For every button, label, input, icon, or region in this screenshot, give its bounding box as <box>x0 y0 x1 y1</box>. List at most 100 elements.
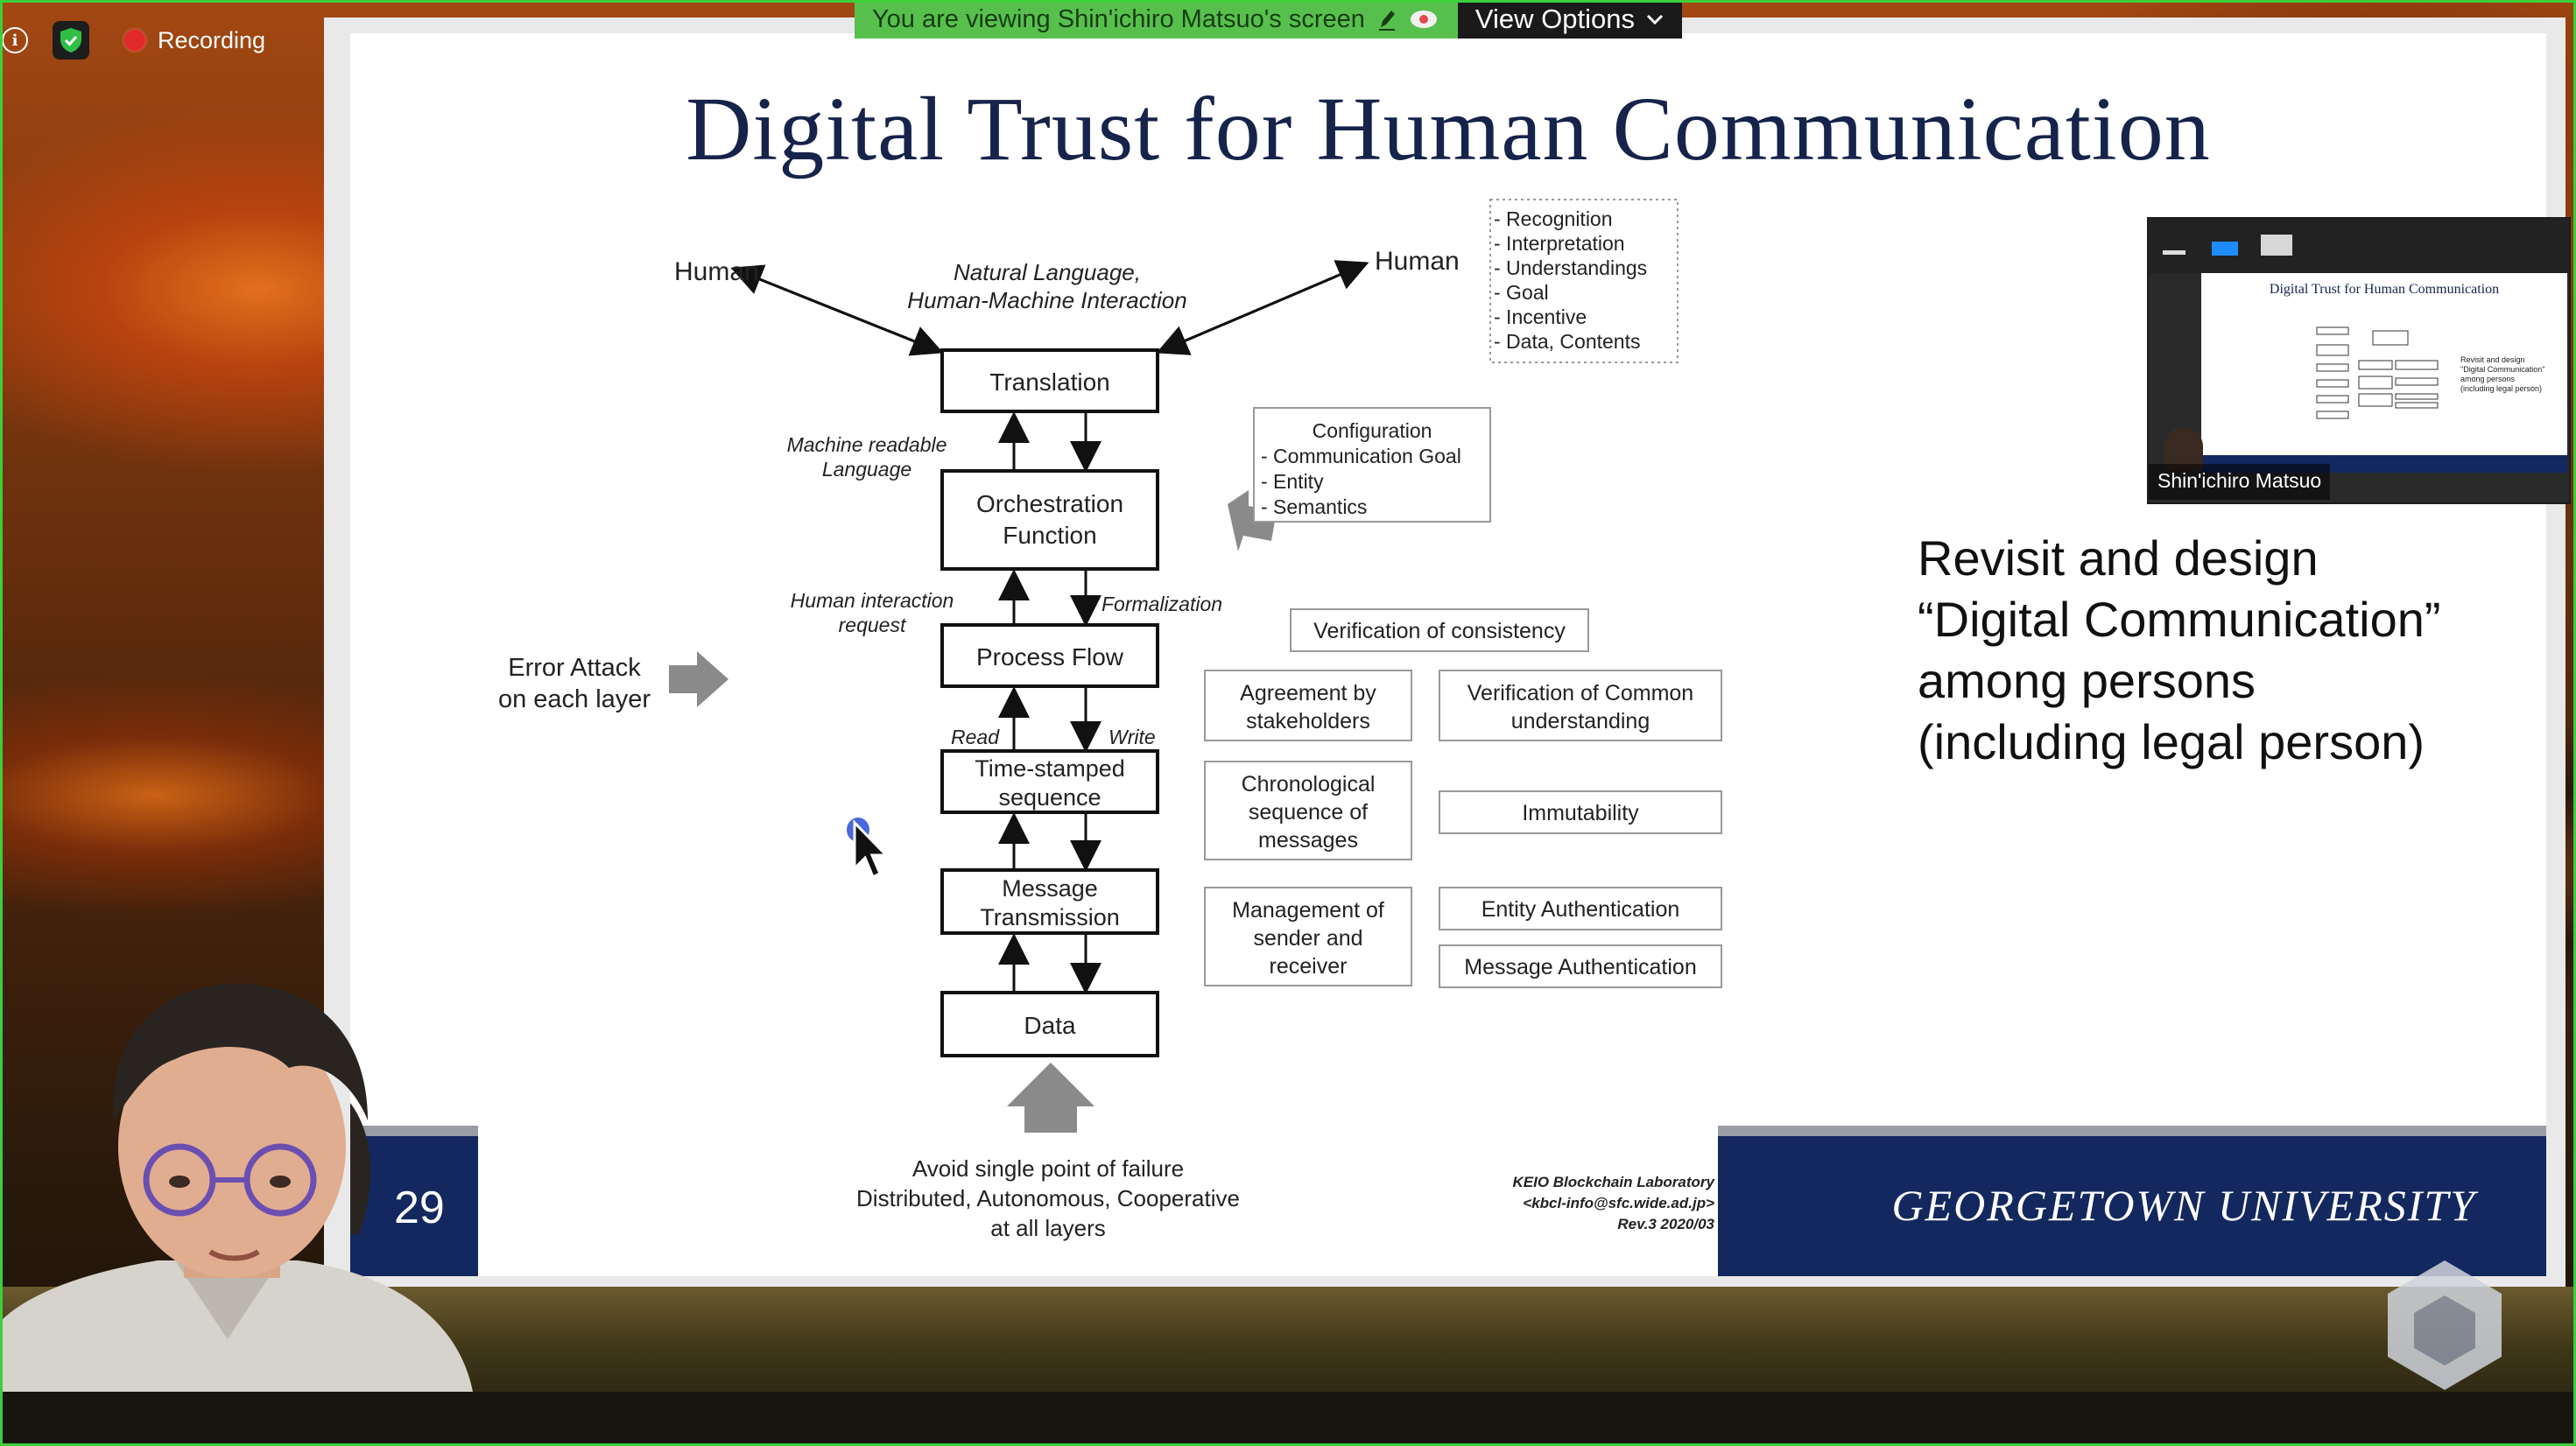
avoid-line-3: at all layers <box>990 1215 1106 1241</box>
thumbnail-diagram <box>2316 326 2439 419</box>
university-logo-text: GEORGETOWN UNIVERSITY <box>1891 1181 2476 1230</box>
layer-timestamp-box <box>940 749 1159 814</box>
viewing-indicator: You are viewing Shin'ichiro Matsuo's scr… <box>855 0 1458 39</box>
view-options-button[interactable]: View Options <box>1457 0 1683 39</box>
revisit-line-4: (including legal person) <box>1918 714 2425 769</box>
agreement-label-1: Agreement by <box>1240 681 1376 705</box>
slide-title: Digital Trust for Human Communication <box>686 79 2211 179</box>
configuration-box <box>1253 407 1491 523</box>
viewing-text: You are viewing Shin'ichiro Matsuo's scr… <box>872 4 1365 33</box>
entity-auth-box <box>1439 887 1722 930</box>
cursor-arrow-icon <box>847 818 890 880</box>
human-attr-3: - Understandings <box>1494 256 1647 279</box>
shared-screen: Digital Trust for Human Communication 29… <box>324 18 2565 1287</box>
arrow-from-human-left <box>735 268 944 356</box>
mouse-cursor <box>844 816 890 887</box>
human-attr-4: - Goal <box>1494 281 1549 304</box>
human-attr-6: - Data, Contents <box>1494 330 1640 353</box>
revisit-line-1: Revisit and design <box>1918 530 2319 586</box>
management-label-3: receiver <box>1270 954 1348 979</box>
agreement-box <box>1204 670 1412 741</box>
credit-line-2: <kbcl-info@sfc.wide.ad.jp> <box>1523 1195 1714 1211</box>
human-attr-1: - Recognition <box>1494 207 1613 230</box>
entity-auth-label: Entity Authentication <box>1482 897 1680 922</box>
verification-consistency-label: Verification of consistency <box>1313 619 1566 643</box>
common-understanding-box <box>1439 670 1722 741</box>
layer-translation-label: Translation <box>989 369 1109 396</box>
error-attack-arrow-icon <box>669 651 728 707</box>
revisit-line-2: “Digital Communication” <box>1918 592 2441 647</box>
human-left-label: Human <box>674 257 759 286</box>
human-right-label: Human <box>1375 247 1460 276</box>
fullscreen-thumbnail-icon[interactable] <box>2261 235 2292 256</box>
layer-message-label-1: Message <box>1002 875 1098 902</box>
natural-language-label: Natural Language, <box>954 259 1141 285</box>
chronological-label-1: Chronological <box>1242 772 1376 797</box>
verification-consistency-box <box>1290 608 1589 652</box>
recording-dot-icon <box>124 30 145 51</box>
speaker-thumbnail[interactable]: Digital Trust for Human Communication Re… <box>2147 217 2571 504</box>
annotate-pen-icon[interactable] <box>1377 8 1397 31</box>
layer-orchestration-box <box>940 469 1159 571</box>
layer-data-label: Data <box>1024 1012 1076 1039</box>
message-auth-label: Message Authentication <box>1464 955 1696 979</box>
credit-line-3: Rev.3 2020/03 <box>1617 1216 1714 1232</box>
credit-line-1: KEIO Blockchain Laboratory <box>1513 1174 1716 1190</box>
layer-orchestration-label-1: Orchestration <box>976 490 1123 517</box>
human-interaction-label-1: Human interaction <box>791 589 954 612</box>
thumbnail-slide-text: Revisit and design "Digital Communicatio… <box>2460 355 2544 394</box>
layer-timestamp-label-1: Time-stamped <box>975 755 1125 782</box>
thumbnail-text-line-1: Revisit and design <box>2460 355 2525 364</box>
management-label-1: Management of <box>1232 898 1384 923</box>
chevron-down-icon <box>1646 14 1664 25</box>
revisit-text: Revisit and design “Digital Communicatio… <box>1918 528 2441 773</box>
foundation-up-arrow-icon <box>1007 1063 1094 1133</box>
human-attr-2: - Interpretation <box>1494 232 1625 255</box>
info-icon[interactable]: i <box>2 27 28 53</box>
thumbnail-slide-title: Digital Trust for Human Communication <box>2269 282 2500 297</box>
config-line-4: - Semantics <box>1261 495 1367 518</box>
thumbnail-controls <box>2149 219 2569 273</box>
meeting-status: i Recording <box>0 12 265 68</box>
immutability-label: Immutability <box>1522 801 1639 825</box>
shield-icon[interactable] <box>53 21 89 60</box>
avoid-line-1: Avoid single point of failure <box>912 1155 1184 1182</box>
layer-diagram-svg: Human Human Natural Language, Human-Mach… <box>498 199 1722 1241</box>
management-label-2: sender and <box>1253 926 1362 951</box>
layer-process-flow-box <box>940 623 1159 688</box>
config-line-2: - Communication Goal <box>1261 445 1461 467</box>
layer-diagram: Human Human Natural Language, Human-Mach… <box>350 33 2546 1276</box>
minimize-icon[interactable] <box>2163 250 2185 255</box>
error-attack-label-2: on each layer <box>498 685 651 713</box>
layer-timestamp-label-2: sequence <box>998 784 1101 811</box>
speaker-view-icon[interactable] <box>2212 242 2238 256</box>
layer-message-label-2: Transmission <box>980 904 1120 930</box>
config-line-3: - Entity <box>1261 470 1324 493</box>
thumbnail-text-line-4: (including legal person) <box>2460 384 2543 393</box>
human-attributes-box <box>1489 199 1679 363</box>
thumbnail-text-line-3: among persons <box>2460 375 2516 383</box>
avoid-line-2: Distributed, Autonomous, Cooperative <box>856 1185 1240 1211</box>
remote-control-icon[interactable] <box>1409 8 1439 31</box>
layer-orchestration-label-2: Function <box>1003 522 1096 549</box>
slide-page-number: 29 <box>394 1183 445 1233</box>
layer-translation-box <box>940 348 1159 413</box>
presenter-video <box>0 972 490 1392</box>
hmi-label: Human-Machine Interaction <box>907 287 1186 313</box>
chronological-label-3: messages <box>1258 828 1358 853</box>
chronological-label-2: sequence of <box>1249 800 1368 825</box>
layer-message-box <box>940 868 1159 935</box>
presenter-figure <box>0 983 473 1392</box>
error-attack-label-1: Error Attack <box>508 654 641 682</box>
common-understanding-label-2: understanding <box>1511 709 1650 734</box>
layer-data-box <box>940 991 1159 1057</box>
screen-share-banner: You are viewing Shin'ichiro Matsuo's scr… <box>855 0 1683 39</box>
config-line-1: Configuration <box>1313 419 1432 442</box>
diagram-image-panel <box>478 1119 1718 1276</box>
agreement-label-2: stakeholders <box>1246 709 1370 734</box>
write-label: Write <box>1109 726 1156 748</box>
bottom-bar <box>0 1392 2576 1446</box>
management-box <box>1204 887 1412 986</box>
human-interaction-label-2: request <box>839 614 907 636</box>
thumbnail-name: Shin'ichiro Matsuo <box>2149 464 2331 500</box>
